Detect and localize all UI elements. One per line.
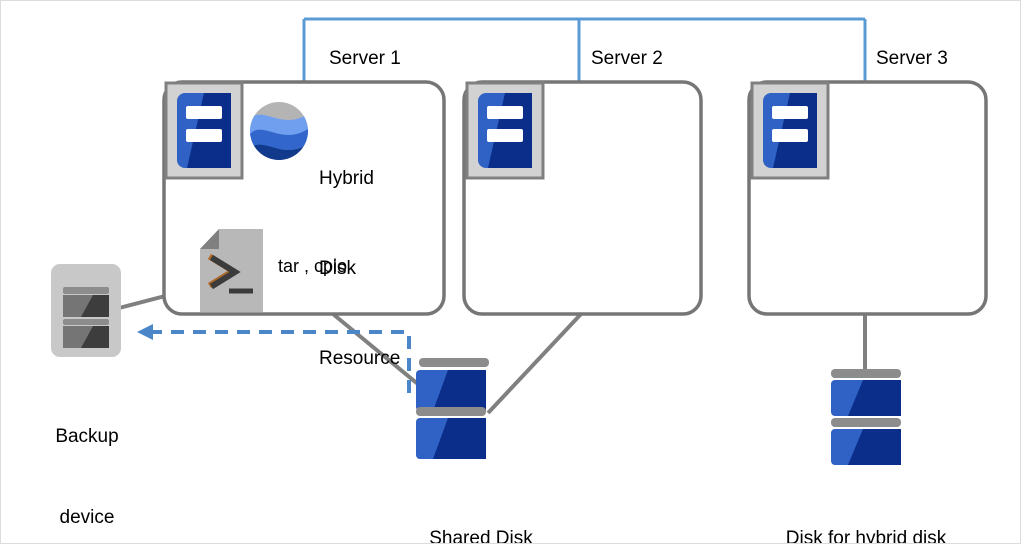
- shared-disk-label-line-1: Shared Disk: [429, 528, 533, 544]
- hybrid-disk-resource-label: Hybrid Disk Resource: [319, 104, 400, 434]
- script-label: tar , cpio: [278, 256, 348, 276]
- resource-label-line-1: Hybrid: [319, 168, 374, 189]
- resource-label-line-3: Resource: [319, 348, 401, 369]
- backup-flow-arrow: [137, 324, 411, 393]
- interconnect-bus: [302, 17, 867, 83]
- backup-device-label-line-1: Backup: [55, 426, 119, 447]
- server-3-label: Server 3: [876, 48, 948, 69]
- server-icon-3: [750, 81, 830, 180]
- server-icon-2: [465, 81, 545, 180]
- server-1-label: Server 1: [329, 48, 401, 69]
- hybrid-disk-label-line-1: Disk for hybrid disk: [785, 528, 947, 544]
- shared-disk-label: Shared Disk for hybrid disk resource: [331, 471, 631, 544]
- globe-icon: [250, 102, 308, 160]
- backup-device-icon: [51, 264, 121, 357]
- resource-label-line-2: Disk: [319, 258, 356, 279]
- server-icon-1: [164, 81, 244, 180]
- script-terminal-icon: [200, 229, 263, 312]
- shared-disk-icon: [416, 358, 489, 459]
- hybrid-disk-label: Disk for hybrid disk resource: [741, 471, 991, 544]
- server-2-label: Server 2: [591, 48, 663, 69]
- hybrid-disk-icon: [831, 369, 901, 465]
- backup-device-label: Backup device: [21, 369, 153, 543]
- backup-device-label-line-2: device: [59, 507, 115, 528]
